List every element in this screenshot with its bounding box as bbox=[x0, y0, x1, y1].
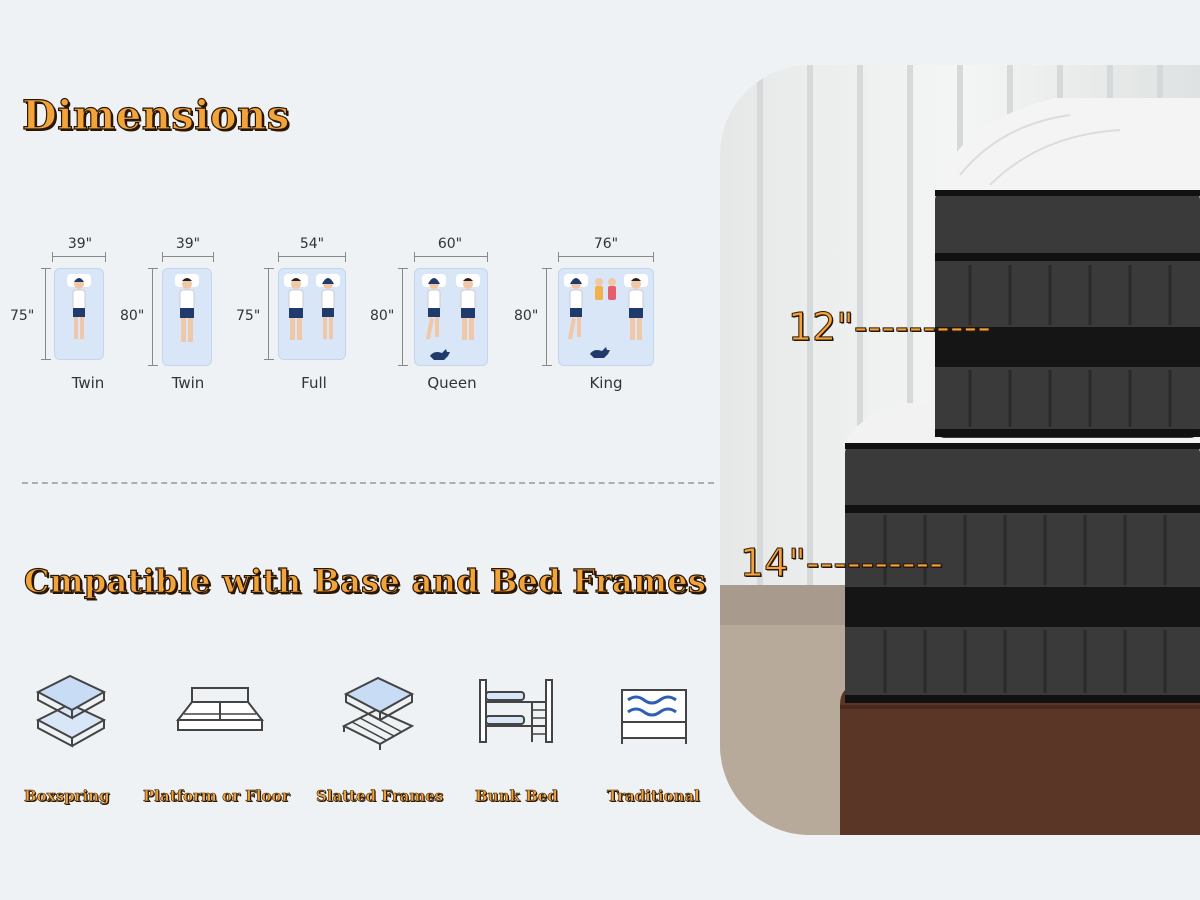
frame-label-slatted: Slatted Frames bbox=[316, 787, 444, 806]
size-name: Twin bbox=[171, 374, 205, 392]
twin-bed-diagram bbox=[54, 268, 104, 360]
person-icon bbox=[460, 278, 476, 340]
person-icon bbox=[628, 278, 644, 340]
boxspring-icon bbox=[35, 674, 107, 748]
person-icon bbox=[288, 278, 304, 340]
size-name: King bbox=[589, 374, 623, 392]
person-icon bbox=[321, 278, 335, 339]
length-dimension-line bbox=[148, 268, 158, 366]
width-dimension-line bbox=[278, 252, 346, 262]
child-icon bbox=[595, 278, 616, 300]
width-label: 39" bbox=[67, 236, 93, 252]
bottom-mattress-height-label: 14"---------- bbox=[740, 541, 944, 586]
person-icon bbox=[426, 278, 441, 339]
length-dimension-line bbox=[41, 268, 51, 360]
length-dimension-line bbox=[398, 268, 408, 366]
twin-bed-diagram bbox=[162, 268, 212, 366]
width-dimension-line bbox=[52, 252, 106, 262]
section-divider bbox=[22, 482, 714, 484]
queen-bed-diagram bbox=[414, 268, 488, 366]
width-dimension-line bbox=[162, 252, 214, 262]
width-label: 39" bbox=[175, 236, 201, 252]
size-name: Queen bbox=[427, 374, 477, 392]
width-label: 76" bbox=[593, 236, 619, 252]
compatibility-title: Cmpatible with Base and Bed Frames bbox=[23, 561, 707, 600]
length-label: 80" bbox=[514, 308, 539, 324]
king-bed-diagram bbox=[558, 268, 654, 366]
length-label: 80" bbox=[120, 308, 145, 324]
frame-label-platform: Platform or Floor bbox=[143, 787, 290, 806]
full-bed-diagram bbox=[278, 268, 346, 360]
width-label: 54" bbox=[299, 236, 325, 252]
person-icon bbox=[72, 278, 86, 339]
platform-icon bbox=[175, 687, 265, 731]
cat-icon bbox=[430, 349, 450, 360]
length-dimension-line bbox=[264, 268, 274, 360]
length-label: 80" bbox=[370, 308, 395, 324]
slatted-frame-icon bbox=[341, 676, 415, 750]
cat-icon bbox=[590, 347, 610, 358]
top-mattress-height-label: 12"---------- bbox=[788, 305, 992, 350]
frame-label-boxspring: Boxspring bbox=[24, 787, 110, 806]
mattress-photo: 12"---------- 14"---------- bbox=[720, 65, 1200, 835]
mattress-stack-illustration bbox=[720, 65, 1200, 835]
dimensions-title: Dimensions bbox=[21, 91, 290, 139]
length-label: 75" bbox=[10, 308, 35, 324]
size-name: Full bbox=[301, 374, 327, 392]
bunk-bed-icon bbox=[479, 679, 553, 743]
person-icon bbox=[179, 278, 195, 342]
width-dimension-line bbox=[414, 252, 488, 262]
traditional-bed-icon bbox=[621, 689, 687, 744]
width-label: 60" bbox=[437, 236, 463, 252]
frame-label-traditional: Traditional bbox=[607, 787, 700, 806]
frame-label-bunk-bed: Bunk Bed bbox=[475, 787, 558, 806]
length-label: 75" bbox=[236, 308, 261, 324]
size-name: Twin bbox=[71, 374, 105, 392]
length-dimension-line bbox=[542, 268, 552, 366]
person-icon bbox=[568, 278, 583, 339]
width-dimension-line bbox=[558, 252, 654, 262]
